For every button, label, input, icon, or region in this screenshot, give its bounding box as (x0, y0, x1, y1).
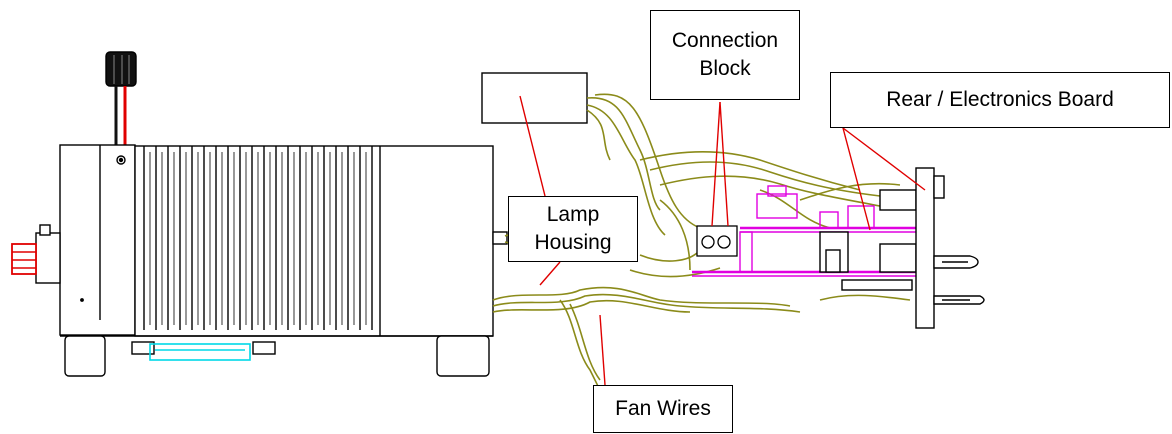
leader-rear-board-2 (842, 127, 926, 191)
lamp-housing-box (481, 72, 588, 124)
rear-panel (915, 167, 985, 329)
callout-connection-block: Connection Block (650, 10, 800, 100)
fan-wires-label: Fan Wires (615, 396, 711, 420)
connection-block-line2: Block (699, 57, 751, 80)
callout-fan-wires: Fan Wires (593, 385, 733, 433)
lamp-housing-line2: Housing (534, 231, 612, 254)
leader-fan-wires (599, 314, 606, 386)
connection-block (696, 225, 738, 257)
electronics-board (692, 185, 918, 291)
cooling-fins (134, 145, 494, 337)
connection-block-line1: Connection (671, 28, 779, 52)
rear-board-label: Rear / Electronics Board (886, 87, 1114, 111)
leader-lines (519, 95, 926, 386)
leader-rear-board-1 (842, 127, 871, 231)
callout-rear-board: Rear / Electronics Board (830, 72, 1170, 128)
leader-connection-2 (719, 101, 729, 227)
callout-lamp-housing: Lamp Housing (508, 196, 638, 262)
lamp-housing-line1: Lamp (546, 202, 600, 226)
main-housing (11, 51, 508, 377)
leader-connection-1 (711, 101, 721, 227)
leader-lamp-housing-2 (539, 261, 561, 286)
adjust-knob (105, 51, 137, 87)
leader-lamp-housing-1 (519, 95, 546, 197)
